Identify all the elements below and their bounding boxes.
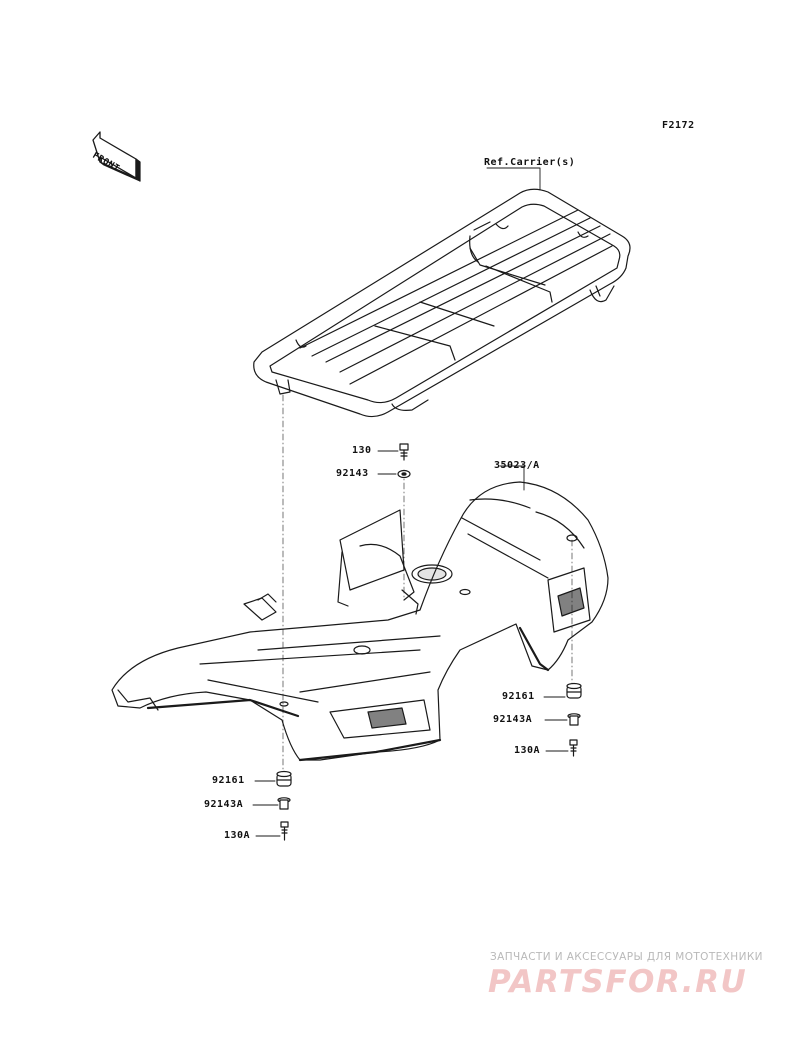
front-arrow-icon — [92, 131, 141, 182]
bolt-130A-right — [569, 739, 578, 757]
rear-fender — [111, 481, 609, 762]
collar-92143A-left — [277, 797, 291, 810]
figure-code: F2172 — [662, 120, 695, 131]
part-label-92161-right: 92161 — [502, 691, 535, 702]
part-label-92161-left: 92161 — [212, 775, 245, 786]
watermark-tagline: ЗАПЧАСТИ И АКСЕССУАРЫ ДЛЯ МОТОТЕХНИКИ — [490, 951, 763, 963]
part-label-92143A-right: 92143A — [493, 714, 533, 725]
watermark-logo: PARTSFOR.RU — [488, 964, 748, 1000]
grommet-92161-left — [276, 770, 292, 787]
leader-lines — [252, 167, 569, 837]
ref-carrier-label: Ref.Carrier(s) — [484, 157, 576, 168]
bolt-130A-left — [280, 821, 289, 841]
bolt-130-center — [399, 443, 409, 461]
grommet-92161-right — [566, 682, 582, 699]
part-label-92143-center: 92143 — [336, 468, 369, 479]
washer-92143-center — [397, 469, 411, 479]
reflector-left — [329, 699, 431, 739]
part-label-130A-right: 130A — [514, 745, 541, 756]
rear-carrier-rack — [253, 188, 631, 418]
collar-92143A-right — [567, 713, 581, 726]
part-label-35023A: 35023/A — [494, 460, 540, 471]
part-label-130A-left: 130A — [224, 830, 251, 841]
reflector-right — [547, 567, 591, 633]
part-label-92143A-left: 92143A — [204, 799, 244, 810]
part-label-130-center: 130 — [352, 445, 372, 456]
